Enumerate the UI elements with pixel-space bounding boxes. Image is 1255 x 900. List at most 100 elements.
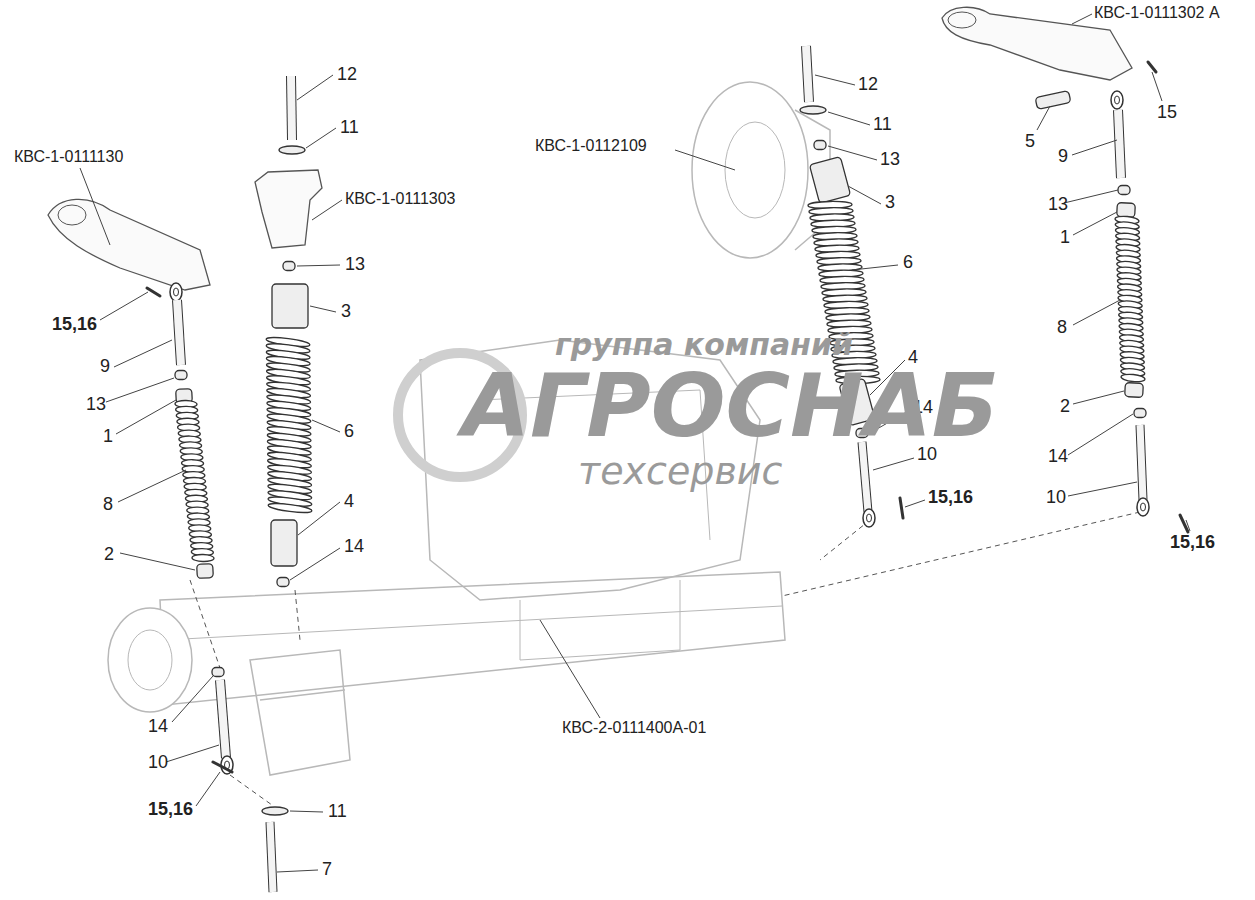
callout-number: 4: [344, 492, 354, 510]
leader-line: [298, 502, 340, 535]
cotter-pin: [213, 762, 232, 772]
nut: [1118, 186, 1130, 195]
leader-line: [1152, 72, 1162, 101]
callout-number: 11: [873, 115, 892, 133]
leader-line: [828, 146, 877, 160]
bolt: [806, 46, 809, 102]
leader-line: [290, 548, 340, 580]
callout-number: 10: [148, 753, 168, 771]
rod: [862, 442, 868, 512]
leader-line: [1186, 520, 1190, 531]
leader-line: [306, 128, 336, 148]
callout-number: 11: [328, 802, 347, 820]
callout-number: 12: [858, 75, 878, 93]
cotter-pin: [900, 498, 903, 518]
callout-number: 2: [104, 545, 114, 563]
rod: [1118, 110, 1121, 178]
nut: [283, 262, 295, 271]
nut: [1134, 409, 1146, 418]
lever-eye: [58, 205, 86, 225]
leader-line: [118, 470, 186, 502]
callout-number: 14: [148, 717, 168, 735]
part-name: КВС-1-0111303: [345, 191, 455, 207]
leader-line: [1037, 106, 1050, 130]
callout-number: 13: [86, 395, 106, 413]
bushing: [197, 564, 214, 579]
leader-line: [196, 772, 220, 806]
nut: [175, 371, 187, 380]
callout-number: 15,16: [1170, 533, 1215, 551]
part-name: КВС-1-0112109: [535, 138, 647, 154]
rod: [220, 680, 226, 758]
callout-number: 13: [345, 255, 365, 273]
spring: [266, 336, 313, 515]
leader-line: [1073, 391, 1124, 404]
rod-eye: [1137, 498, 1149, 516]
callout-number: 15,16: [52, 315, 97, 333]
leader-line: [873, 458, 914, 470]
rod-eye-hole: [174, 288, 179, 296]
leader-line: [312, 420, 340, 432]
leader-line: [852, 265, 898, 270]
cotter-pin: [147, 288, 160, 296]
callout-number: 7: [322, 860, 332, 878]
leader-line: [1072, 140, 1117, 155]
callout-number: 3: [885, 193, 895, 211]
bushing: [1125, 383, 1144, 398]
leader-line: [905, 500, 925, 507]
lever-arm: [48, 199, 210, 290]
callout-number: 5: [1025, 132, 1035, 150]
spring: [175, 400, 214, 562]
callout-number: 15,16: [928, 488, 973, 506]
leader-line: [1068, 482, 1137, 496]
leader-line: [1068, 414, 1133, 455]
callout-number: 8: [1057, 318, 1067, 336]
callout-number: 6: [903, 253, 913, 271]
parts: [48, 7, 1188, 892]
callout-number: 11: [340, 118, 359, 136]
callout-number: 12: [337, 65, 357, 83]
rod-eye-hole: [1115, 96, 1120, 104]
leader-line: [297, 75, 333, 100]
rod-eye: [1111, 91, 1123, 109]
leader-line: [1073, 212, 1117, 235]
callout-number: 8: [103, 495, 113, 513]
rod: [177, 300, 181, 365]
callout-number: 2: [1060, 397, 1070, 415]
callout-number: 9: [1058, 147, 1068, 165]
rod-eye-hole: [1141, 503, 1146, 511]
leader-line: [312, 200, 342, 220]
bolt: [270, 822, 273, 892]
part-name: КВС-1-0111130: [14, 149, 123, 165]
leader-line: [540, 620, 600, 718]
leader-line: [166, 745, 219, 762]
leader-line: [1072, 14, 1092, 24]
callout-number: 1: [103, 427, 113, 445]
leader-line: [277, 870, 318, 872]
cotter-pin: [1148, 62, 1156, 72]
washer: [279, 146, 305, 154]
callout-number: 15,16: [148, 800, 193, 818]
assembly-axis: [782, 512, 1140, 596]
watermark-text: техсервис: [578, 452, 782, 490]
leader-line: [815, 75, 855, 85]
assembly-axis: [820, 520, 870, 560]
axle-flange-inner: [128, 630, 172, 690]
leader-line: [120, 553, 195, 570]
beam-bracket: [250, 650, 350, 775]
leader-line: [290, 811, 323, 812]
callout-number: 3: [341, 302, 351, 320]
rubber-bushing: [271, 520, 297, 566]
bolt: [291, 76, 292, 140]
watermark-text: группа компаний: [555, 330, 853, 360]
washer: [262, 807, 288, 815]
part-name: КВС-1-0111302 А: [1094, 5, 1220, 21]
leader-line: [310, 306, 336, 312]
nut: [814, 141, 826, 150]
rubber-bushing: [809, 157, 850, 204]
rod: [1140, 425, 1143, 500]
part-name: КВС-2-0111400А-01: [562, 720, 706, 736]
nut: [277, 578, 289, 587]
leader-line: [80, 168, 110, 245]
